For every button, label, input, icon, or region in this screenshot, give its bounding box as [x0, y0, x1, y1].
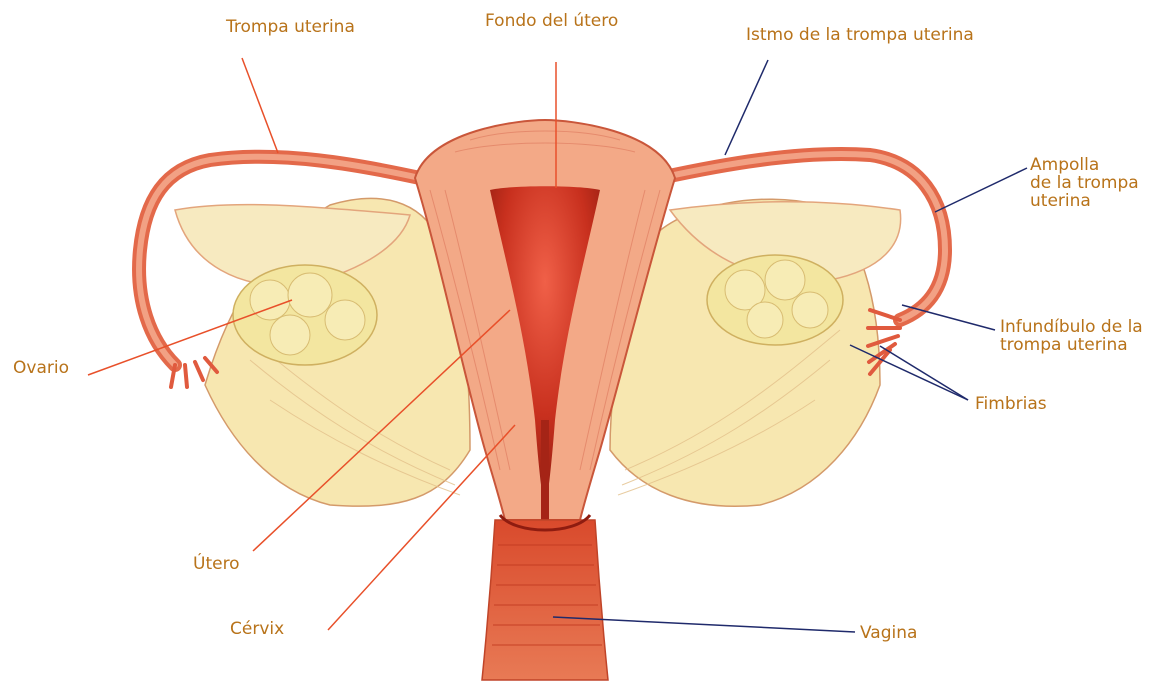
vagina: [482, 515, 608, 680]
label-fimbrias: Fimbrias: [975, 395, 1047, 413]
label-infundibulo: Infundíbulo de la trompa uterina: [1000, 318, 1143, 354]
label-cervix: Cérvix: [230, 620, 284, 638]
right-ovary: [707, 255, 843, 345]
left-ovary: [233, 265, 377, 365]
label-trompa-uterina: Trompa uterina: [226, 18, 355, 36]
leader-fimbrias-1: [880, 346, 968, 400]
label-ampolla-line2: de la trompa: [1030, 174, 1139, 192]
label-ampolla-line3: uterina: [1030, 192, 1139, 210]
label-ovario: Ovario: [13, 359, 69, 377]
label-utero: Útero: [193, 555, 240, 573]
label-infundibulo-line1: Infundíbulo de la: [1000, 318, 1143, 336]
label-fondo-utero: Fondo del útero: [485, 12, 618, 30]
leader-trompa-uterina: [242, 58, 278, 153]
label-ampolla: Ampolla de la trompa uterina: [1030, 156, 1139, 210]
label-ampolla-line1: Ampolla: [1030, 156, 1139, 174]
label-istmo: Istmo de la trompa uterina: [746, 26, 974, 44]
label-vagina: Vagina: [860, 624, 917, 642]
leader-ampolla: [935, 168, 1027, 212]
leader-istmo: [725, 60, 768, 155]
label-infundibulo-line2: trompa uterina: [1000, 336, 1143, 354]
